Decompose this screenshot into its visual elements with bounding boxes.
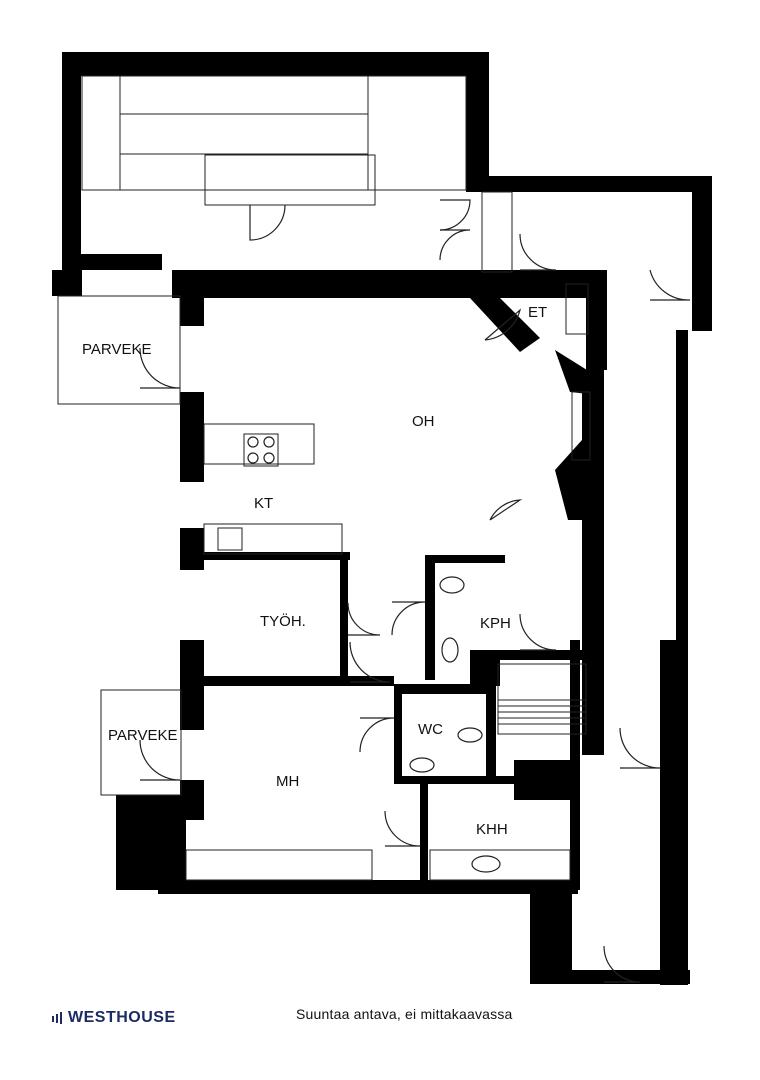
room-label-wc: WC [418,721,443,738]
brand-logo: WESTHOUSE [52,1009,176,1027]
room-labels: PARVEKE OH ET KT TYÖH. KPH WC PARVEKE MH… [82,304,547,838]
doors [139,199,691,983]
room-label-parveke-bottom: PARVEKE [108,727,177,744]
disclaimer-note: Suuntaa antava, ei mittakaavassa [296,1006,513,1022]
brand-name: WESTHOUSE [68,1009,176,1026]
room-label-et: ET [528,304,547,321]
room-label-parveke-top: PARVEKE [82,341,151,358]
room-label-mh: MH [276,773,299,790]
fixtures [247,436,501,873]
thin-lines [57,75,591,881]
room-label-kph: KPH [480,615,511,632]
room-label-khh: KHH [476,821,508,838]
room-label-tyoh: TYÖH. [260,612,306,630]
room-label-kt: KT [254,495,273,512]
brand-mark-icon [52,1012,62,1024]
room-label-oh: OH [412,413,435,430]
walls [52,52,712,985]
